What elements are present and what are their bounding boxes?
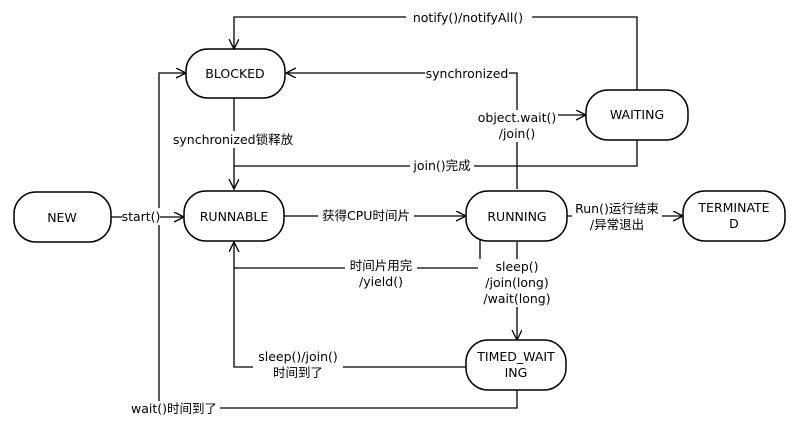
- svg-text:RUNNING: RUNNING: [487, 209, 546, 224]
- svg-text:D: D: [729, 216, 739, 231]
- svg-text:ING: ING: [505, 365, 528, 380]
- svg-text:/异常退出: /异常退出: [590, 217, 644, 232]
- svg-text:时间片用完: 时间片用完: [350, 258, 413, 273]
- svg-text:BLOCKED: BLOCKED: [205, 66, 264, 81]
- svg-text:TIMED_WAIT: TIMED_WAIT: [476, 349, 555, 364]
- svg-text:join()完成: join()完成: [412, 158, 470, 173]
- svg-text:synchronized锁释放: synchronized锁释放: [173, 132, 294, 147]
- svg-text:WAITING: WAITING: [610, 107, 664, 122]
- label-sync-release: synchronized锁释放: [170, 131, 296, 148]
- label-start: start(): [122, 208, 161, 225]
- label-synchronized: synchronized: [425, 66, 509, 82]
- state-terminated: TERMINATE D: [682, 190, 786, 242]
- state-blocked: BLOCKED: [185, 48, 286, 99]
- svg-text:/join(): /join(): [499, 126, 535, 141]
- label-timeslice-used: 时间片用完 /yield(): [345, 258, 417, 290]
- state-running: RUNNING: [465, 190, 568, 242]
- svg-text:object.wait(): object.wait(): [478, 110, 557, 125]
- edge-synchronized: [286, 73, 518, 189]
- state-runnable: RUNNABLE: [183, 190, 285, 242]
- label-wait-timeout: wait()时间到了: [128, 401, 220, 417]
- state-timed-waiting: TIMED_WAIT ING: [465, 339, 567, 391]
- label-notify: notify()/notifyAll(): [406, 10, 532, 26]
- svg-text:sleep(): sleep(): [495, 259, 538, 274]
- svg-text:start(): start(): [122, 209, 161, 224]
- svg-text:时间到了: 时间到了: [273, 365, 323, 380]
- edge-join-done: [234, 140, 638, 167]
- svg-text:NEW: NEW: [47, 210, 77, 225]
- svg-text:/join(long): /join(long): [485, 275, 548, 290]
- label-join-done: join()完成: [410, 158, 474, 174]
- label-get-cpu: 获得CPU时间片: [318, 208, 414, 224]
- svg-text:获得CPU时间片: 获得CPU时间片: [322, 208, 410, 223]
- label-object-wait: object.wait() /join(): [476, 110, 558, 142]
- state-waiting: WAITING: [585, 89, 689, 141]
- edge-sleep-join-timeout: [233, 268, 466, 368]
- svg-text:wait()时间到了: wait()时间到了: [131, 401, 217, 416]
- label-sleep-join-wait: sleep() /join(long) /wait(long): [478, 259, 556, 307]
- svg-text:notify()/notifyAll(): notify()/notifyAll(): [413, 10, 523, 25]
- svg-text:sleep()/join(): sleep()/join(): [258, 349, 338, 364]
- svg-text:/yield(): /yield(): [359, 274, 403, 289]
- svg-text:Run()运行结束: Run()运行结束: [575, 201, 659, 216]
- svg-text:/wait(long): /wait(long): [483, 291, 550, 306]
- svg-text:synchronized: synchronized: [426, 66, 509, 81]
- label-run-end: Run()运行结束 /异常退出: [572, 200, 662, 234]
- state-new: NEW: [13, 191, 112, 243]
- svg-text:RUNNABLE: RUNNABLE: [200, 209, 269, 224]
- svg-text:TERMINATE: TERMINATE: [697, 200, 769, 215]
- label-sleep-join-timeout: sleep()/join() 时间到了: [253, 348, 343, 382]
